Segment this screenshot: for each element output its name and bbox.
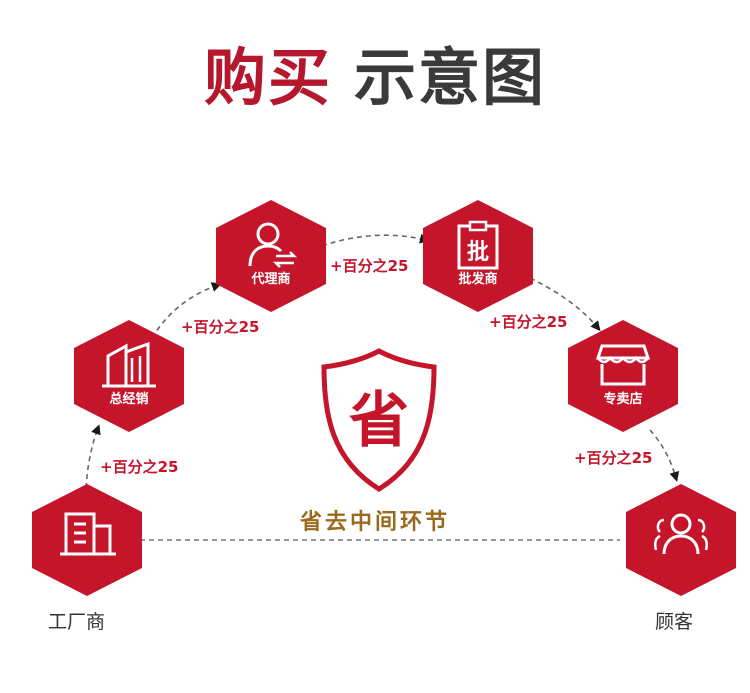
slogan-text: 省去中间环节	[299, 510, 450, 535]
markup-label-4: +百分之25	[489, 313, 568, 331]
shield-icon: 省	[321, 348, 437, 492]
shield-badge-char: 省	[349, 386, 409, 456]
markup-label-2: +百分之25	[181, 318, 260, 336]
buildings-icon	[102, 341, 156, 388]
storefront-icon	[595, 344, 651, 386]
wholesaler-label: 批发商	[458, 272, 498, 287]
arrow-factory-distributor	[85, 424, 101, 489]
arrow-store-customer	[649, 429, 680, 482]
customer-label: 顾客	[655, 611, 694, 633]
arrow-wholesaler-store	[529, 277, 601, 332]
store-label: 专卖店	[603, 392, 643, 407]
arrow-agent-wholesaler	[321, 233, 430, 247]
page-title: 购买示意图	[0, 38, 750, 118]
wholesale-clipboard-icon: 批	[457, 220, 499, 270]
group-people-icon	[653, 513, 709, 555]
person-exchange-icon	[248, 222, 298, 268]
markup-label-1: +百分之25	[100, 458, 179, 476]
title-part-2: 示意图	[354, 41, 547, 114]
factory-building-icon	[60, 512, 116, 556]
svg-text:批: 批	[467, 240, 489, 265]
title-part-1: 购买	[203, 41, 332, 114]
markup-label-5: +百分之25	[574, 449, 653, 467]
markup-label-3: +百分之25	[330, 257, 409, 275]
agent-label: 代理商	[251, 272, 291, 287]
factory-label: 工厂商	[48, 611, 106, 633]
distributor-label: 总经销	[109, 392, 149, 407]
